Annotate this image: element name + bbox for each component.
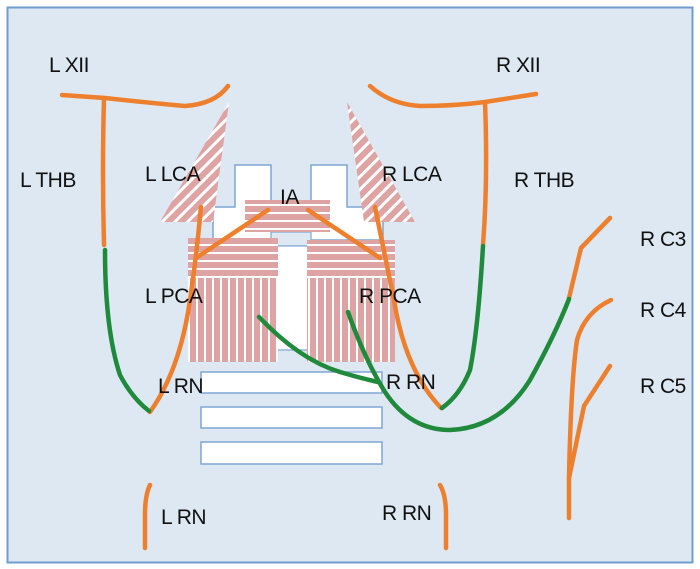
label-r-pca: R PCA bbox=[359, 285, 421, 308]
right-lca-muscle bbox=[347, 102, 415, 222]
left-rn-branch-lca bbox=[147, 204, 204, 415]
left-lca-muscle bbox=[160, 102, 229, 222]
label-l-rn-upper: L RN bbox=[158, 375, 203, 398]
right-rn-branch-ia bbox=[305, 207, 383, 261]
label-r-rn-upper: R RN bbox=[386, 371, 435, 394]
label-r-c4: R C4 bbox=[640, 299, 687, 322]
c3-to-pca-graft bbox=[345, 296, 572, 433]
label-l-rn-lower: L RN bbox=[161, 506, 206, 529]
cricoid-center-plate bbox=[276, 245, 310, 351]
right-c4-nerve bbox=[566, 297, 614, 521]
label-ia: IA bbox=[280, 186, 299, 209]
label-l-thb: L THB bbox=[20, 169, 76, 192]
right-c3-nerve bbox=[566, 215, 613, 301]
right-rn-lower-nerve bbox=[437, 482, 449, 551]
label-r-xii: R XII bbox=[496, 54, 540, 77]
label-l-xii: L XII bbox=[49, 54, 89, 77]
right-thb-nerve bbox=[480, 99, 489, 248]
label-r-thb: R THB bbox=[514, 169, 574, 192]
left-thb-graft bbox=[102, 247, 152, 414]
label-l-lca: L LCA bbox=[145, 163, 201, 186]
right-rn-branch-lca bbox=[372, 204, 444, 411]
tracheal-ring-2 bbox=[200, 406, 383, 429]
right-c5-nerve bbox=[566, 363, 613, 481]
left-pca-graft bbox=[256, 314, 381, 385]
left-rn-lower-nerve bbox=[142, 482, 153, 551]
label-r-c3: R C3 bbox=[640, 228, 686, 251]
label-r-c5: R C5 bbox=[640, 375, 686, 398]
right-thb-graft bbox=[439, 243, 486, 411]
tracheal-ring-3 bbox=[200, 441, 383, 465]
left-rn-branch-ia bbox=[193, 207, 271, 261]
label-r-lca: R LCA bbox=[382, 163, 442, 186]
left-thb-nerve bbox=[100, 95, 107, 248]
label-l-pca: L PCA bbox=[145, 285, 203, 308]
label-r-rn-lower: R RN bbox=[382, 502, 431, 525]
left-pca-muscle-upper bbox=[188, 238, 278, 278]
right-xii-nerve bbox=[367, 83, 539, 109]
left-xii-nerve bbox=[59, 83, 231, 109]
tracheal-ring-1 bbox=[200, 371, 383, 394]
